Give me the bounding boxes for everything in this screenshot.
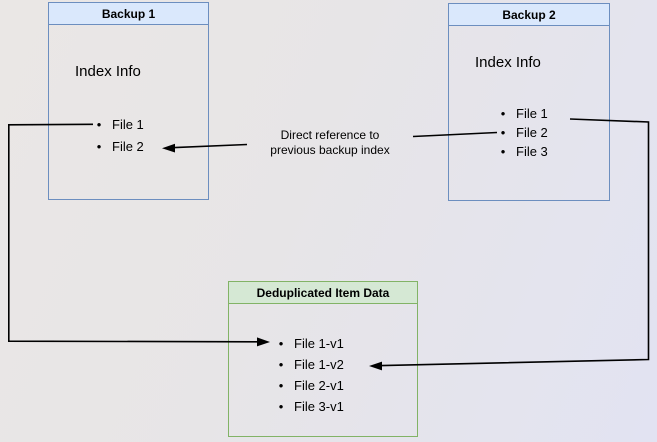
backup2-heading: Index Info [475, 54, 541, 71]
item-label: File 2-v1 [294, 378, 344, 393]
list-item: • File 1-v1 [275, 333, 344, 354]
item-label: File 3-v1 [294, 399, 344, 414]
file-label: File 2 [112, 138, 144, 154]
item-label: File 1-v2 [294, 357, 344, 372]
dedup-titlebar: Deduplicated Item Data [229, 282, 417, 304]
direct-reference-annotation: Direct reference to previous backup inde… [230, 128, 430, 158]
backup1-file-list: • File 1 • File 2 [93, 113, 144, 157]
bullet-icon: • [500, 125, 506, 140]
bullet-icon: • [278, 378, 284, 393]
list-item: • File 1 [497, 104, 548, 123]
bullet-icon: • [96, 138, 102, 154]
backup2-title: Backup 2 [502, 7, 556, 22]
backup2-titlebar: Backup 2 [449, 4, 609, 26]
list-item: • File 2 [497, 123, 548, 142]
backup1-box: Backup 1 [48, 2, 209, 200]
backup1-title: Backup 1 [101, 6, 156, 21]
backup1-heading: Index Info [75, 63, 141, 80]
dedup-box: Deduplicated Item Data [228, 281, 418, 437]
bullet-icon: • [278, 399, 284, 414]
list-item: • File 2-v1 [275, 375, 344, 396]
backup2-box: Backup 2 [448, 3, 610, 201]
dedup-item-list: • File 1-v1 • File 1-v2 • File 2-v1 • Fi… [275, 333, 344, 417]
list-item: • File 3-v1 [275, 396, 344, 417]
file-label: File 1 [112, 116, 144, 132]
list-item: • File 3 [497, 142, 548, 161]
backup1-titlebar: Backup 1 [49, 3, 208, 25]
file-label: File 3 [516, 144, 548, 159]
dedup-title: Deduplicated Item Data [256, 285, 390, 300]
annotation-line2: previous backup index [270, 143, 390, 157]
bullet-icon: • [500, 144, 506, 159]
list-item: • File 2 [93, 135, 144, 157]
item-label: File 1-v1 [294, 336, 344, 351]
bullet-icon: • [500, 106, 506, 121]
list-item: • File 1 [93, 113, 144, 135]
file-label: File 2 [516, 125, 548, 140]
annotation-line1: Direct reference to [280, 128, 380, 142]
bullet-icon: • [278, 336, 284, 351]
bullet-icon: • [278, 357, 284, 372]
file-label: File 1 [516, 106, 548, 121]
list-item: • File 1-v2 [275, 354, 344, 375]
backup2-file-list: • File 1 • File 2 • File 3 [497, 104, 548, 161]
bullet-icon: • [96, 116, 102, 132]
